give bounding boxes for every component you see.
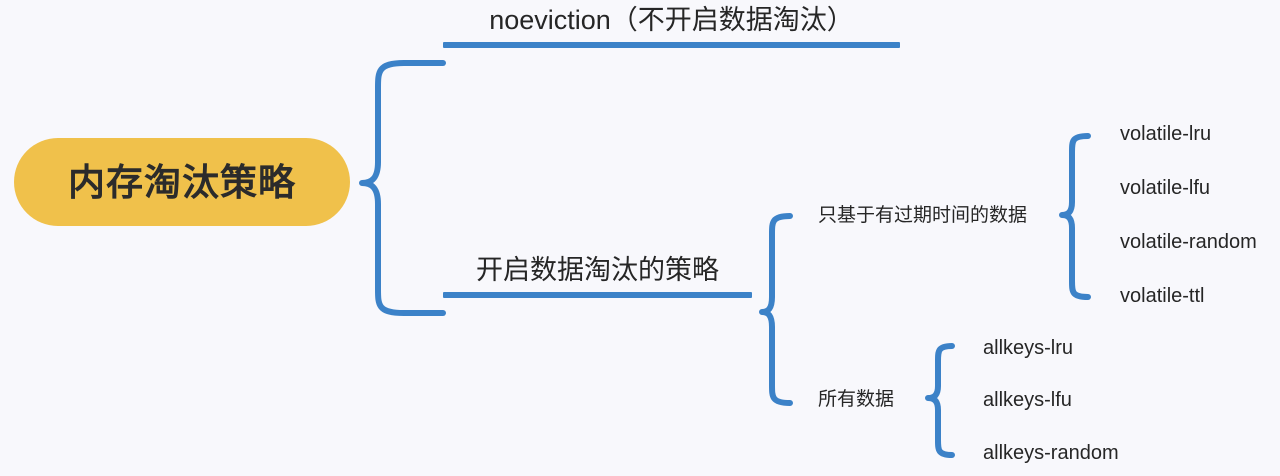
root-node[interactable]: 内存淘汰策略 — [14, 138, 350, 226]
leaf-allkeys-lfu[interactable]: allkeys-lfu — [983, 389, 1072, 411]
node-noeviction-label: noeviction（不开启数据淘汰） — [489, 5, 854, 35]
brace-eviction-icon — [759, 213, 793, 406]
brace-volatile-icon — [1059, 133, 1091, 300]
leaf-volatile-ttl[interactable]: volatile-ttl — [1120, 285, 1205, 307]
leaf-volatile-random[interactable]: volatile-random — [1120, 231, 1257, 253]
node-noeviction-underline — [443, 41, 900, 48]
brace-root-icon — [359, 60, 407, 316]
node-eviction-label: 开启数据淘汰的策略 — [476, 255, 719, 285]
node-eviction[interactable]: 开启数据淘汰的策略 — [443, 255, 752, 298]
leaf-volatile-lru[interactable]: volatile-lru — [1120, 123, 1212, 145]
leaf-allkeys-random[interactable]: allkeys-random — [983, 442, 1119, 464]
node-eviction-underline — [443, 291, 752, 298]
root-node-label: 内存淘汰策略 — [68, 161, 296, 203]
brace-allkeys-icon — [925, 343, 955, 458]
node-volatile-group[interactable]: 只基于有过期时间的数据 — [818, 205, 1028, 226]
leaf-allkeys-lru[interactable]: allkeys-lru — [983, 337, 1074, 359]
node-allkeys-group[interactable]: 所有数据 — [818, 389, 895, 410]
leaf-volatile-lfu[interactable]: volatile-lfu — [1120, 177, 1211, 199]
node-noeviction[interactable]: noeviction（不开启数据淘汰） — [443, 5, 900, 48]
